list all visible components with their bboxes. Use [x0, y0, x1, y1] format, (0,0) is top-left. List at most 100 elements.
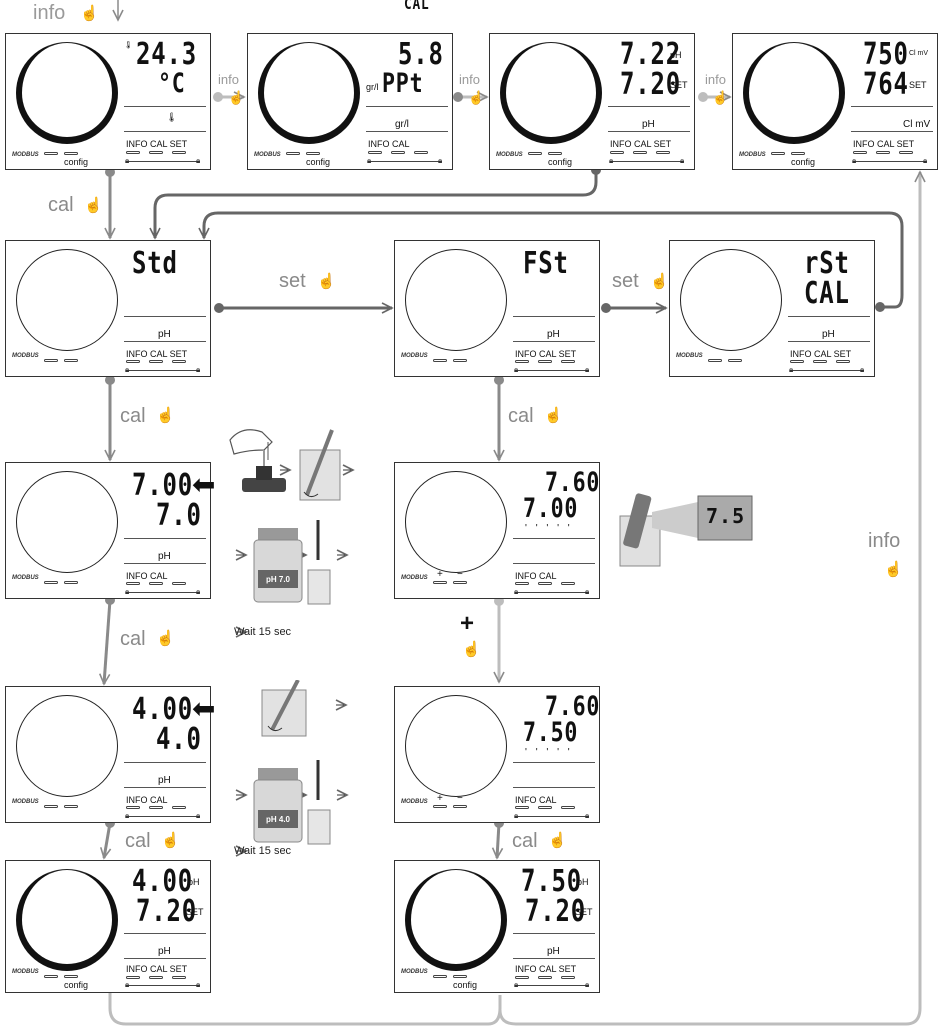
key-cal[interactable]: [149, 806, 163, 809]
key-set[interactable]: [656, 151, 670, 154]
progress-ring: [16, 869, 118, 971]
key-set[interactable]: [172, 582, 186, 585]
key-right[interactable]: [791, 152, 805, 155]
key-info[interactable]: [515, 806, 529, 809]
pointing-hand-icon: ☝: [650, 272, 669, 290]
modbus-logo: MODBUS: [12, 152, 39, 158]
key-set[interactable]: [172, 806, 186, 809]
key-set[interactable]: [561, 582, 575, 585]
key-set[interactable]: [561, 360, 575, 363]
pointing-hand-icon: ☝: [884, 560, 903, 578]
key-right[interactable]: [64, 581, 78, 584]
key-right[interactable]: [64, 359, 78, 362]
key-set[interactable]: [172, 976, 186, 979]
progress-ring: [405, 471, 507, 573]
display-rst-cal: rSt CAL pH INFO CAL SET MODBUS 🔒︎ 🔒︎: [669, 240, 875, 377]
key-labels: INFO CAL: [126, 571, 168, 581]
key-left[interactable]: [286, 152, 300, 155]
key-cal[interactable]: [813, 360, 827, 363]
key-cal[interactable]: [538, 582, 552, 585]
key-left[interactable]: [44, 152, 58, 155]
display-line-1: Std: [132, 249, 178, 279]
plus-key[interactable]: [433, 581, 447, 584]
lock-icon: 🔒︎: [196, 365, 200, 375]
key-set[interactable]: [561, 976, 575, 979]
progress-ring: [258, 42, 360, 144]
key-set[interactable]: [172, 360, 186, 363]
buffer-label: pH 7.0: [266, 575, 291, 584]
cal-label-2: cal: [120, 405, 146, 428]
modbus-logo: MODBUS: [12, 575, 39, 581]
cal-label-4: cal: [120, 628, 146, 651]
key-left[interactable]: [44, 975, 58, 978]
key-cal[interactable]: [149, 582, 163, 585]
plus-key-label: +: [437, 793, 443, 804]
key-right[interactable]: [453, 975, 467, 978]
key-right[interactable]: [64, 975, 78, 978]
config-label: config: [791, 157, 815, 167]
key-set[interactable]: [836, 360, 850, 363]
key-cal[interactable]: [538, 976, 552, 979]
minus-key[interactable]: [453, 805, 467, 808]
info-label-top: info: [33, 2, 65, 25]
display-std: Std pH INFO CAL SET MODBUS 🔒︎ 🔒︎: [5, 240, 211, 377]
key-cal[interactable]: [538, 806, 552, 809]
key-cal[interactable]: [149, 151, 163, 154]
key-left[interactable]: [433, 359, 447, 362]
key-info[interactable]: [126, 582, 140, 585]
unit-label: pH: [577, 877, 589, 887]
key-cal[interactable]: [149, 360, 163, 363]
info-label-1: info: [218, 72, 239, 87]
key-cal[interactable]: [391, 151, 405, 154]
unit-label: Cl mV: [909, 50, 928, 57]
key-left[interactable]: [528, 152, 542, 155]
key-left[interactable]: [433, 975, 447, 978]
minus-key[interactable]: [453, 581, 467, 584]
key-info[interactable]: [515, 360, 529, 363]
display-temperature: 🌡 24.3 °C 🌡 INFO CAL SET MODBUS config 🔒…: [5, 33, 211, 170]
key-cal[interactable]: [538, 360, 552, 363]
key-info[interactable]: [790, 360, 804, 363]
key-right[interactable]: [548, 152, 562, 155]
buffer-ph7-illustration: pH 7.0: [250, 520, 350, 610]
key-cal[interactable]: [149, 976, 163, 979]
key-set[interactable]: [899, 151, 913, 154]
key-right[interactable]: [64, 152, 78, 155]
key-left[interactable]: [44, 805, 58, 808]
key-info[interactable]: [515, 582, 529, 585]
key-right[interactable]: [728, 359, 742, 362]
key-left[interactable]: [771, 152, 785, 155]
key-cal[interactable]: [633, 151, 647, 154]
pointing-hand-icon: ☝: [548, 831, 567, 849]
key-left[interactable]: [44, 359, 58, 362]
key-info[interactable]: [368, 151, 382, 154]
plus-key[interactable]: [433, 805, 447, 808]
key-set[interactable]: [414, 151, 428, 154]
key-info[interactable]: [515, 976, 529, 979]
key-right[interactable]: [64, 805, 78, 808]
modbus-logo: MODBUS: [401, 353, 428, 359]
key-info[interactable]: [126, 806, 140, 809]
footer-unit: pH: [158, 946, 171, 957]
key-cal[interactable]: [876, 151, 890, 154]
key-left[interactable]: [708, 359, 722, 362]
progress-ring: [16, 695, 118, 797]
key-set[interactable]: [561, 806, 575, 809]
lock-icon: 🔒︎: [196, 587, 200, 597]
set-indicator: SET: [909, 80, 927, 90]
key-left[interactable]: [44, 581, 58, 584]
key-info[interactable]: [610, 151, 624, 154]
arrow-left-icon: ⬅: [192, 695, 215, 723]
key-info[interactable]: [126, 976, 140, 979]
config-label: config: [64, 980, 88, 990]
config-label: config: [548, 157, 572, 167]
cal-label-3: cal: [508, 405, 534, 428]
key-info[interactable]: [126, 151, 140, 154]
modbus-logo: MODBUS: [12, 799, 39, 805]
key-right[interactable]: [453, 359, 467, 362]
key-info[interactable]: [126, 360, 140, 363]
key-info[interactable]: [853, 151, 867, 154]
key-set[interactable]: [172, 151, 186, 154]
key-right[interactable]: [306, 152, 320, 155]
cal-label-1: cal: [48, 194, 74, 217]
